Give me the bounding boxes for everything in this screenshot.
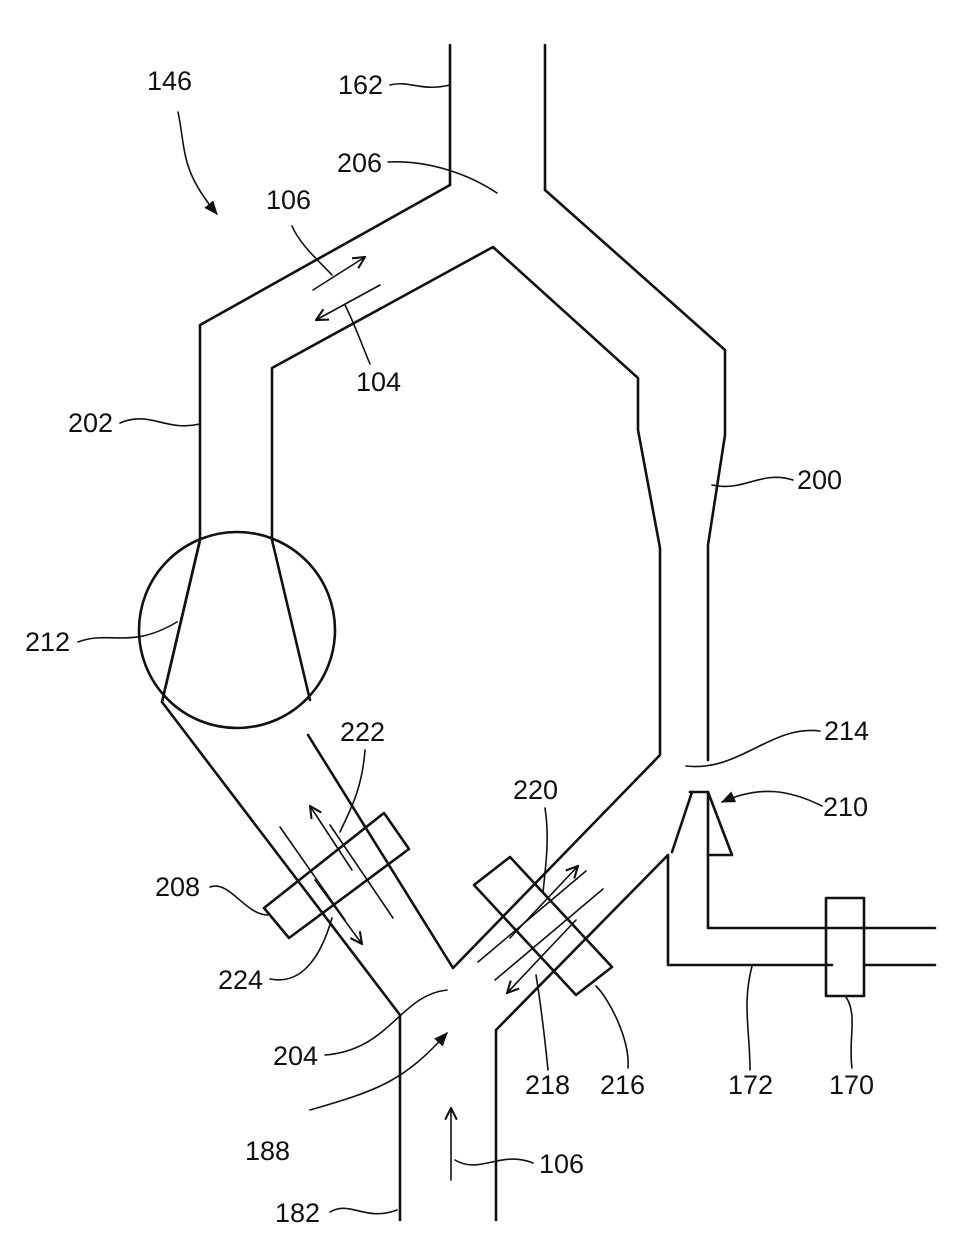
outlet-duct-162 [450,45,545,190]
label-106-bottom: 106 [539,1149,584,1179]
label-212: 212 [25,627,70,657]
valve-170 [826,898,864,996]
label-202: 202 [68,408,113,438]
leader-lines [78,84,852,1214]
label-146: 146 [147,66,192,96]
right-branch-outer-wall [545,190,725,760]
label-218: 218 [525,1070,570,1100]
flow-arrow-106-up [313,257,365,290]
detail-circle-212 [139,532,335,728]
label-224: 224 [218,965,263,995]
constriction-wall-left [162,540,200,702]
label-210: 210 [823,792,868,822]
flow-arrows [178,112,822,1180]
label-206: 206 [337,148,382,178]
pointer-146 [178,112,217,214]
label-216: 216 [600,1070,645,1100]
flow-arrow-222 [310,806,352,870]
label-200: 200 [797,465,842,495]
label-222: 222 [340,717,385,747]
label-188: 188 [245,1136,290,1166]
sensor-box-208 [264,813,409,938]
label-208: 208 [155,872,200,902]
nozzle-210 [672,792,935,965]
label-104: 104 [356,367,401,397]
label-172: 172 [728,1070,773,1100]
pointer-210 [722,791,822,806]
label-106-top: 106 [266,185,311,215]
label-204: 204 [273,1041,318,1071]
pointer-188 [310,1033,447,1110]
label-220: 220 [513,775,558,805]
reference-labels: 146 162 206 106 104 202 200 212 222 214 … [25,66,874,1228]
inner-loop-wall [272,247,660,968]
label-182: 182 [275,1198,320,1228]
label-162: 162 [338,70,383,100]
constriction-wall-right [272,540,310,700]
label-170: 170 [829,1070,874,1100]
label-214: 214 [824,716,869,746]
